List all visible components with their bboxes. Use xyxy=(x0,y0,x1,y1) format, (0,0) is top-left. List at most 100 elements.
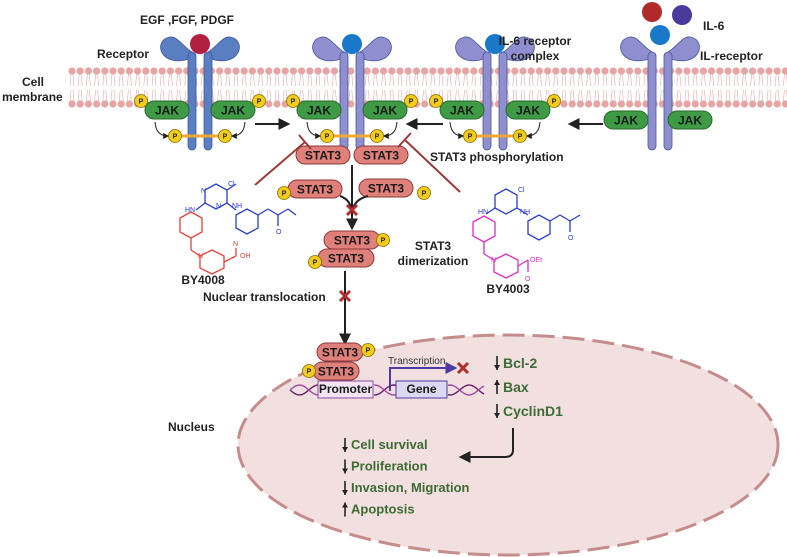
gene-box xyxy=(395,380,448,399)
growth-factors-label: EGF ,FGF, PDGF xyxy=(140,13,234,27)
phosphate-group: P xyxy=(320,129,334,143)
il6-ligand-purple xyxy=(672,5,692,25)
svg-text:OH: OH xyxy=(240,253,251,260)
jak-kinase: JAK xyxy=(362,100,408,120)
promoter-box xyxy=(317,380,374,399)
jak-kinase: JAK xyxy=(505,100,551,120)
by4008-label: BY4008 xyxy=(181,273,225,287)
svg-text:O: O xyxy=(276,229,282,236)
phosphate-group: P xyxy=(308,255,322,269)
transcription-label: Transcription xyxy=(388,356,445,367)
down-arrow-icon xyxy=(342,438,348,452)
svg-text:Bcl-2: Bcl-2 xyxy=(503,355,537,371)
svg-text:P: P xyxy=(307,369,312,376)
svg-text:P: P xyxy=(552,99,557,106)
svg-text:Invasion, Migration: Invasion, Migration xyxy=(351,480,470,495)
stat3-dimerization-label-2: dimerization xyxy=(398,254,469,268)
phosphate-group: P xyxy=(513,129,527,143)
svg-text:JAK: JAK xyxy=(678,114,702,128)
by4003-label: BY4003 xyxy=(486,282,530,296)
outcome-item: Cell survival xyxy=(342,437,428,452)
outcome-item: Apoptosis xyxy=(342,502,415,517)
receptor-tyrosine-kinase xyxy=(160,36,240,151)
dna-strand xyxy=(289,384,485,396)
il6-receptor-complex xyxy=(312,36,392,151)
gene-label: Gene xyxy=(406,382,436,396)
stat3-protein: STAT3 xyxy=(317,248,375,268)
svg-text:STAT3: STAT3 xyxy=(334,234,371,248)
transcription-arrow xyxy=(389,362,458,391)
svg-text:JAK: JAK xyxy=(373,104,397,118)
svg-text:P: P xyxy=(468,134,473,141)
dimerization-block-x-icon xyxy=(345,203,359,217)
svg-text:STAT3: STAT3 xyxy=(328,252,365,266)
svg-text:STAT3: STAT3 xyxy=(322,346,359,360)
phosphate-group: P xyxy=(463,129,477,143)
transcription-block-x-icon xyxy=(456,361,470,375)
jak-kinase: JAK xyxy=(439,100,485,120)
growth-factor-ligand xyxy=(190,34,210,54)
svg-text:N: N xyxy=(233,241,238,248)
svg-text:Cell survival: Cell survival xyxy=(351,437,428,452)
svg-text:STAT3: STAT3 xyxy=(318,365,355,379)
svg-text:P: P xyxy=(282,191,287,198)
svg-text:P: P xyxy=(518,134,523,141)
stat3-protein: STAT3 xyxy=(323,230,381,250)
svg-text:N: N xyxy=(491,257,496,264)
svg-text:Bax: Bax xyxy=(503,379,529,395)
il6-receptor-complex-label-2: complex xyxy=(511,49,560,63)
svg-text:N: N xyxy=(216,203,221,210)
il6-ligand-blue xyxy=(650,25,670,45)
il6-ligand-bound-2 xyxy=(485,34,505,54)
stat3-protein: STAT3 xyxy=(312,361,360,381)
by4003-structure: Cl HN NH O N OEt O xyxy=(472,187,581,283)
svg-text:O: O xyxy=(525,276,531,283)
phosphorylation-arrow xyxy=(525,121,541,139)
il-receptor-label: IL-receptor xyxy=(700,49,763,63)
svg-text:JAK: JAK xyxy=(155,104,179,118)
jak-kinase: JAK xyxy=(603,110,649,130)
svg-text:JAK: JAK xyxy=(450,104,474,118)
stat3-protein: STAT3 xyxy=(287,179,343,199)
phosphate-group: P xyxy=(218,129,232,143)
phosphate-group: P xyxy=(252,94,266,108)
svg-text:HN: HN xyxy=(185,207,195,214)
svg-text:Apoptosis: Apoptosis xyxy=(351,502,415,517)
nucleus-label: Nucleus xyxy=(168,420,215,434)
svg-text:P: P xyxy=(325,134,330,141)
svg-text:Cl: Cl xyxy=(228,181,235,188)
svg-text:N: N xyxy=(198,253,203,260)
phosphorylation-arrow xyxy=(230,121,246,139)
phosphorylation-arrow xyxy=(382,121,398,139)
svg-text:P: P xyxy=(223,134,228,141)
phosphate-group: P xyxy=(286,94,300,108)
stat3-protein: STAT3 xyxy=(353,145,409,165)
up-arrow-icon xyxy=(494,380,500,394)
phosphorylation-arrow xyxy=(449,121,465,139)
down-arrow-icon xyxy=(342,459,348,474)
svg-text:JAK: JAK xyxy=(307,104,331,118)
svg-text:P: P xyxy=(173,134,178,141)
phosphate-group: P xyxy=(134,94,148,108)
svg-text:P: P xyxy=(291,99,296,106)
svg-text:STAT3: STAT3 xyxy=(305,149,342,163)
stat3-merge-curve-right xyxy=(351,195,369,216)
svg-text:P: P xyxy=(381,238,386,245)
down-arrow-icon xyxy=(342,481,348,495)
phosphate-group: P xyxy=(277,186,291,200)
svg-text:OEt: OEt xyxy=(530,257,542,264)
receptor-label: Receptor xyxy=(97,47,149,61)
svg-text:NH: NH xyxy=(520,209,530,216)
phosphorylation-arrow xyxy=(154,121,170,139)
svg-text:P: P xyxy=(313,260,318,267)
stat3-dimerization-label: STAT3 xyxy=(415,239,452,253)
down-arrow-icon xyxy=(494,404,500,418)
phosphate-group: P xyxy=(417,186,431,200)
svg-text:P: P xyxy=(409,99,414,106)
phosphate-group: P xyxy=(370,129,384,143)
phosphate-group: P xyxy=(547,94,561,108)
inhibition-line-by4008 xyxy=(254,134,312,186)
svg-text:P: P xyxy=(139,99,144,106)
svg-text:STAT3: STAT3 xyxy=(363,149,400,163)
